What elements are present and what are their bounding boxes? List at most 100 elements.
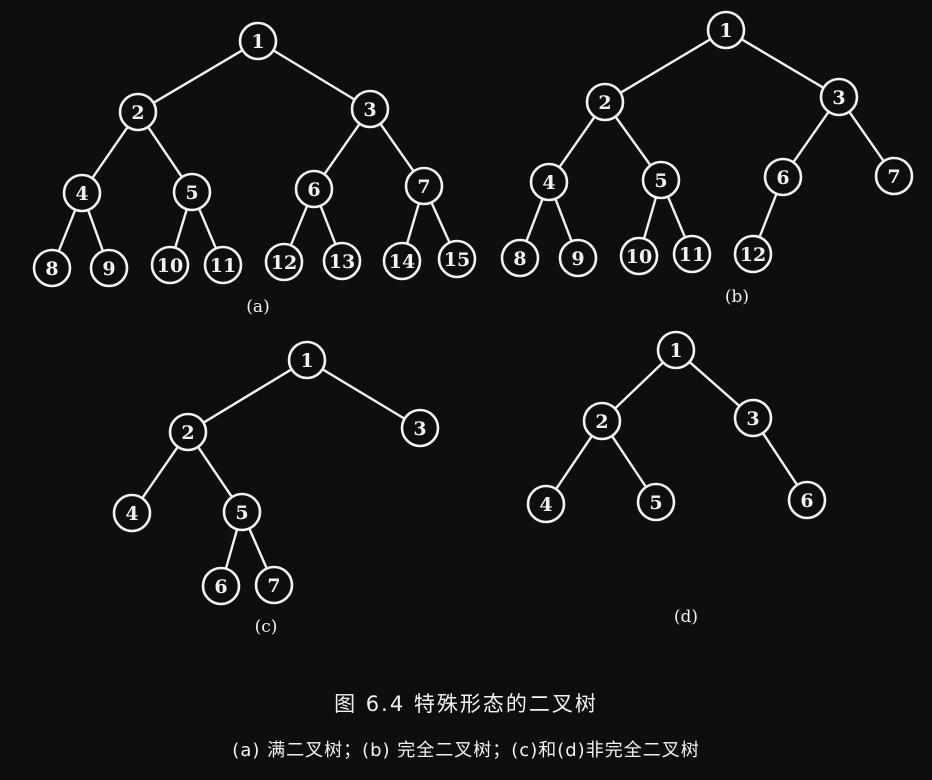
node-circle bbox=[529, 162, 569, 202]
node-label: 5 bbox=[654, 170, 667, 192]
tree-node: 7 bbox=[404, 166, 444, 206]
node-label: 2 bbox=[598, 92, 611, 114]
node-label: 12 bbox=[740, 244, 766, 266]
tree-node: 6 bbox=[787, 480, 827, 520]
tree-node: 5 bbox=[636, 482, 676, 522]
node-label: 4 bbox=[125, 503, 138, 525]
edge-3-6 bbox=[761, 431, 799, 487]
edge-2-5 bbox=[614, 115, 652, 167]
edge-5-10 bbox=[173, 208, 189, 249]
tree-node: 3 bbox=[400, 408, 440, 448]
node-circle bbox=[400, 408, 440, 448]
node-label: 13 bbox=[329, 251, 355, 273]
edge-2-4 bbox=[141, 445, 179, 500]
edge-2-4 bbox=[554, 434, 594, 491]
node-label: 6 bbox=[307, 179, 320, 201]
node-circle bbox=[238, 21, 278, 61]
tree-node: 8 bbox=[32, 248, 72, 288]
node-label: 8 bbox=[513, 248, 526, 270]
tree-node: 11 bbox=[672, 234, 712, 274]
node-circle bbox=[350, 89, 390, 129]
tree-node: 3 bbox=[819, 77, 859, 117]
tree-node: 10 bbox=[150, 245, 190, 285]
node-circle bbox=[203, 245, 243, 285]
tree-node: 1 bbox=[287, 340, 327, 380]
tree-node: 5 bbox=[641, 160, 681, 200]
node-circle bbox=[874, 156, 914, 196]
node-label: 7 bbox=[417, 176, 430, 198]
node-circle bbox=[382, 241, 422, 281]
edge-1-2 bbox=[619, 38, 712, 94]
tree-node: 8 bbox=[500, 238, 540, 278]
edge-5-10 bbox=[642, 196, 658, 240]
node-circle bbox=[89, 248, 129, 288]
node-circle bbox=[254, 565, 294, 605]
tree-node: 13 bbox=[322, 241, 362, 281]
edge-2-4 bbox=[91, 125, 129, 180]
tree-node: 4 bbox=[112, 493, 152, 533]
edge-1-2 bbox=[202, 368, 293, 424]
tree-node: 6 bbox=[201, 566, 241, 606]
edge-7-15 bbox=[430, 201, 451, 244]
tree-node: 9 bbox=[89, 248, 129, 288]
node-circle bbox=[733, 234, 773, 274]
node-label: 4 bbox=[75, 183, 88, 205]
tree-node: 6 bbox=[294, 169, 334, 209]
tree-node: 2 bbox=[585, 82, 625, 122]
node-label: 4 bbox=[542, 172, 555, 194]
node-circle bbox=[787, 480, 827, 520]
node-circle bbox=[526, 484, 566, 524]
edge-7-14 bbox=[405, 202, 421, 245]
tree-node: 10 bbox=[619, 236, 659, 276]
tree-node: 1 bbox=[656, 330, 696, 370]
edge-6-12 bbox=[758, 192, 778, 239]
edge-1-3 bbox=[688, 360, 741, 408]
tree-node: 2 bbox=[118, 92, 158, 132]
edge-2-5 bbox=[146, 125, 184, 179]
edge-4-9 bbox=[86, 208, 105, 253]
edge-3-7 bbox=[848, 110, 885, 163]
node-label: 5 bbox=[649, 492, 662, 514]
edge-1-3 bbox=[272, 49, 356, 101]
node-label: 1 bbox=[251, 31, 264, 53]
node-label: 6 bbox=[800, 490, 813, 512]
subfigure-label: (d) bbox=[674, 607, 698, 627]
tree-node: 1 bbox=[706, 10, 746, 50]
node-label: 9 bbox=[571, 248, 584, 270]
node-label: 10 bbox=[157, 255, 183, 277]
edge-3-6 bbox=[323, 122, 361, 176]
node-label: 3 bbox=[832, 87, 845, 109]
node-label: 1 bbox=[719, 20, 732, 42]
node-label: 3 bbox=[363, 99, 376, 121]
tree-node: 7 bbox=[874, 156, 914, 196]
node-circle bbox=[656, 330, 696, 370]
tree-node: 2 bbox=[168, 412, 208, 452]
subfigure-label: (a) bbox=[246, 297, 269, 317]
node-circle bbox=[763, 157, 803, 197]
edge-2-5 bbox=[610, 434, 648, 489]
tree-node: 1 bbox=[238, 21, 278, 61]
tree-node: 4 bbox=[526, 484, 566, 524]
edge-1-3 bbox=[740, 37, 825, 90]
node-circle bbox=[150, 245, 190, 285]
node-circle bbox=[172, 172, 212, 212]
node-label: 8 bbox=[45, 258, 58, 280]
edge-1-2 bbox=[152, 48, 244, 105]
node-circle bbox=[287, 340, 327, 380]
node-circle bbox=[582, 401, 622, 441]
edge-2-4 bbox=[558, 115, 596, 169]
edge-4-8 bbox=[57, 208, 77, 253]
tree-node: 12 bbox=[733, 234, 773, 274]
node-label: 1 bbox=[300, 350, 313, 372]
node-circle bbox=[264, 242, 304, 282]
tree-node: 7 bbox=[254, 565, 294, 605]
edge-6-12 bbox=[289, 204, 309, 247]
node-label: 15 bbox=[444, 249, 470, 271]
tree-node: 11 bbox=[203, 245, 243, 285]
